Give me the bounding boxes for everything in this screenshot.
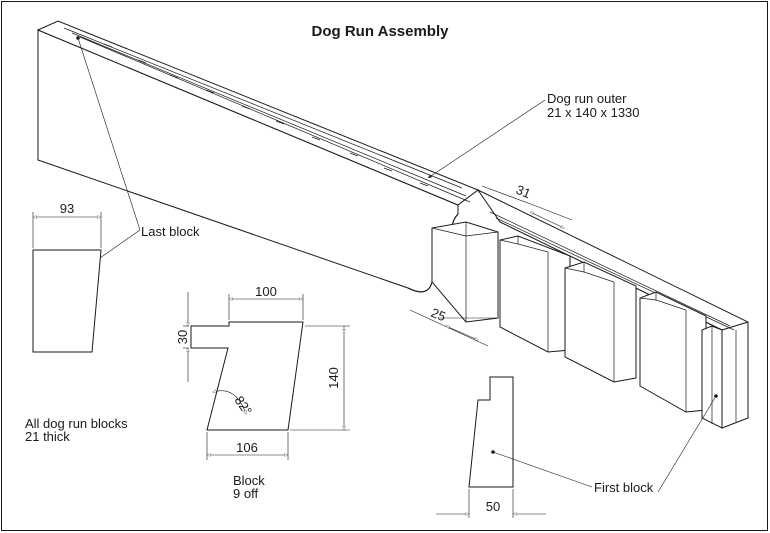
block-caption-line2: 9 off	[233, 486, 258, 501]
dimension-100-label: 100	[255, 284, 277, 299]
block-1	[431, 221, 499, 323]
dimension-31: 31	[481, 182, 573, 229]
first-block-detail: 50	[436, 376, 546, 518]
dog-run-outer-label: Dog run outer	[547, 91, 627, 106]
block-5-first	[701, 325, 723, 429]
dimension-106-label: 106	[236, 440, 258, 455]
block-4	[639, 291, 707, 413]
dog-run-outer-callout: Dog run outer 21 x 140 x 1330	[427, 91, 640, 179]
block-3	[564, 261, 637, 383]
dimension-30-label: 30	[175, 330, 190, 344]
dimension-31-label: 31	[514, 182, 533, 201]
dimension-140-label: 140	[326, 367, 341, 389]
dimension-93-label: 93	[60, 201, 74, 216]
first-block-callout: First block	[491, 394, 718, 495]
last-block-detail: 93	[32, 201, 102, 353]
dog-run-outer-size: 21 x 140 x 1330	[547, 105, 640, 120]
dog-run-outer-board	[36, 20, 480, 293]
dimension-50-label: 50	[486, 499, 500, 514]
note-line1: All dog run blocks	[25, 416, 128, 431]
last-block-label: Last block	[141, 224, 200, 239]
block-caption-line1: Block	[233, 473, 265, 488]
block-2	[499, 235, 571, 353]
drawing-title: Dog Run Assembly	[312, 23, 450, 40]
block-detail: 100 30 140 106 82°	[175, 284, 350, 460]
dimension-25: 25	[409, 305, 496, 347]
note-line2: 21 thick	[25, 429, 70, 444]
dimension-25-label: 25	[429, 305, 448, 324]
first-block-label: First block	[594, 480, 654, 495]
